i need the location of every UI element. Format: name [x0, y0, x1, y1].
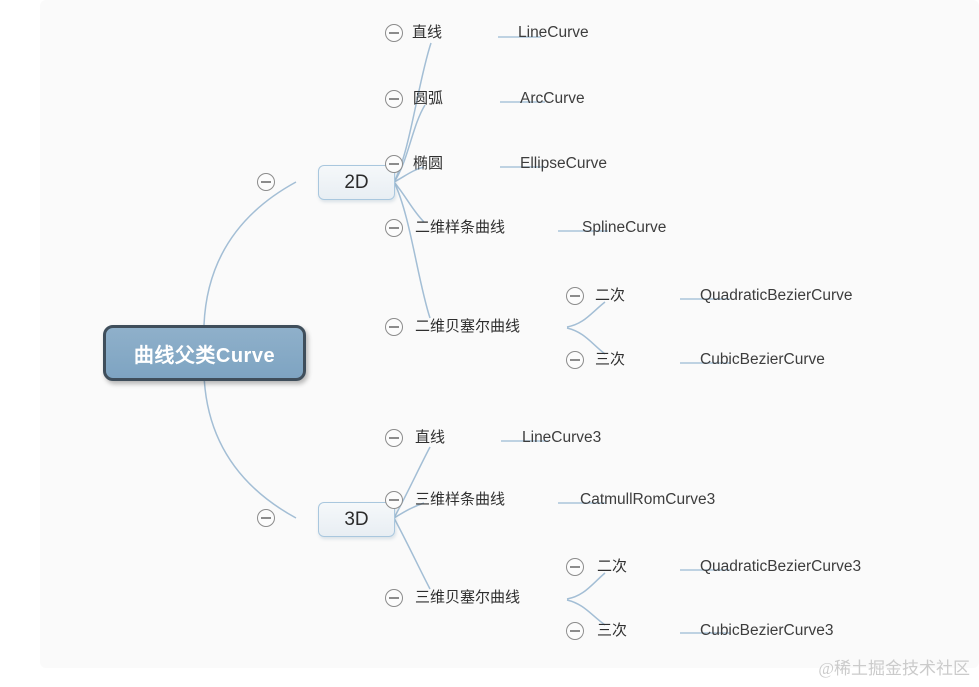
branch-node-3d[interactable]: 3D: [318, 502, 395, 537]
topic-zh-2d-cubic[interactable]: 三次: [595, 351, 626, 368]
connector-root-2d: [203, 181, 297, 326]
mindmap-canvas[interactable]: 曲线父类Curve 2D 3D 直线 LineCurve 圆弧 ArcCurve…: [40, 0, 979, 668]
topic-en-catmullromcurve3[interactable]: CatmullRomCurve3: [580, 491, 716, 508]
topic-en-linecurve[interactable]: LineCurve: [518, 24, 589, 41]
topic-en-cubicbeziercurve3[interactable]: CubicBezierCurve3: [700, 622, 834, 639]
collapse-icon-3d-spline[interactable]: [385, 491, 403, 509]
topic-zh-2d-spline[interactable]: 二维样条曲线: [415, 219, 506, 236]
topic-zh-2d-line[interactable]: 直线: [412, 24, 443, 41]
topic-zh-3d-bezier[interactable]: 三维贝塞尔曲线: [415, 589, 521, 606]
collapse-icon-3d-line[interactable]: [385, 429, 403, 447]
topic-zh-3d-quadratic[interactable]: 二次: [597, 558, 628, 575]
connector-3d-bezier: [393, 517, 431, 590]
topic-zh-3d-spline[interactable]: 三维样条曲线: [415, 491, 506, 508]
connector-2d-bezier: [393, 181, 431, 319]
collapse-icon-2d-arc[interactable]: [385, 90, 403, 108]
collapse-icon-2d-ellipse[interactable]: [385, 155, 403, 173]
collapse-icon-3d-bezier-cubic[interactable]: [566, 622, 584, 640]
collapse-icon-2d-bezier-quadratic[interactable]: [566, 287, 584, 305]
root-label: 曲线父类Curve: [133, 344, 276, 367]
topic-zh-2d-bezier[interactable]: 二维贝塞尔曲线: [415, 318, 521, 335]
topic-en-quadraticbeziercurve[interactable]: QuadraticBezierCurve: [700, 287, 853, 304]
root-node[interactable]: 曲线父类Curve: [103, 325, 306, 381]
topic-zh-2d-quadratic[interactable]: 二次: [595, 287, 626, 304]
topic-zh-2d-arc[interactable]: 圆弧: [413, 90, 444, 107]
topic-zh-3d-line[interactable]: 直线: [415, 429, 446, 446]
branch-label-2d: 2D: [344, 171, 369, 193]
collapse-icon-2d-line[interactable]: [385, 24, 403, 42]
topic-zh-2d-ellipse[interactable]: 椭圆: [413, 155, 444, 172]
collapse-icon-3d[interactable]: [257, 509, 275, 527]
topic-en-linecurve3[interactable]: LineCurve3: [522, 429, 602, 446]
topic-en-arccurve[interactable]: ArcCurve: [520, 90, 585, 107]
connector-2d-spline: [393, 181, 425, 223]
collapse-icon-2d-bezier[interactable]: [385, 318, 403, 336]
collapse-icon-2d-spline[interactable]: [385, 219, 403, 237]
topic-en-quadraticbeziercurve3[interactable]: QuadraticBezierCurve3: [700, 558, 862, 575]
watermark: @稀土掘金技术社区: [818, 659, 970, 678]
topic-en-splinecurve[interactable]: SplineCurve: [582, 219, 667, 236]
topic-zh-3d-cubic[interactable]: 三次: [597, 622, 628, 639]
collapse-icon-2d-bezier-cubic[interactable]: [566, 351, 584, 369]
topic-en-ellipsecurve[interactable]: EllipseCurve: [520, 155, 608, 172]
branch-node-2d[interactable]: 2D: [318, 165, 395, 200]
collapse-icon-3d-bezier[interactable]: [385, 589, 403, 607]
branch-label-3d: 3D: [344, 508, 369, 530]
collapse-icon-2d[interactable]: [257, 173, 275, 191]
collapse-icon-3d-bezier-quadratic[interactable]: [566, 558, 584, 576]
connector-root-3d: [203, 374, 297, 519]
topic-en-cubicbeziercurve[interactable]: CubicBezierCurve: [700, 351, 825, 368]
